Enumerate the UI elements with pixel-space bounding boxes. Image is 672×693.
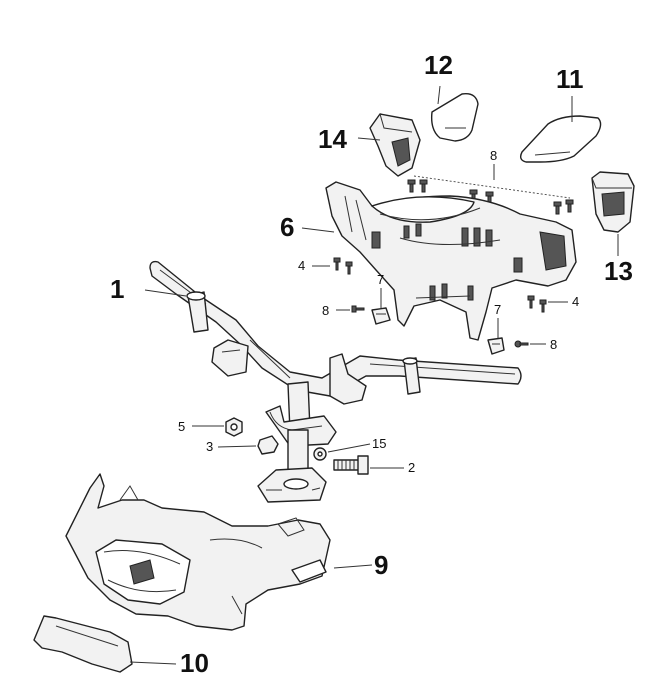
callout-12: 12 [424, 50, 453, 80]
callout-4-right: 4 [572, 294, 579, 309]
callout-9: 9 [374, 550, 388, 580]
callout-13: 13 [604, 256, 633, 286]
part-9-front-handlebar-cover [65, 473, 331, 631]
callout-8-left: 8 [322, 303, 329, 318]
callout-8-right: 8 [550, 337, 557, 352]
part-3-bushing [257, 435, 279, 455]
part-1-handlebar [149, 260, 522, 433]
callout-15: 15 [372, 436, 386, 451]
part-5-nut [225, 417, 243, 437]
part-8-screw-right [514, 340, 529, 348]
callout-14: 14 [318, 124, 347, 154]
part-4-screws-left [333, 257, 353, 275]
callout-4-left: 4 [298, 258, 305, 273]
callout-2: 2 [408, 460, 415, 475]
callout-7-left: 7 [377, 272, 384, 287]
part-15-washer [313, 447, 327, 461]
part-8-screw-left [351, 305, 365, 313]
callout-8-top: 8 [490, 148, 497, 163]
part-11-large-lens [519, 115, 602, 163]
callout-3: 3 [206, 439, 213, 454]
callout-11: 11 [556, 64, 584, 94]
callout-5: 5 [178, 419, 185, 434]
part-4-screws-right [527, 295, 547, 313]
callout-6: 6 [280, 212, 294, 242]
part-10-lower-cover [33, 615, 133, 673]
part-13-switch-housing [591, 171, 635, 233]
part-7-clip-right [487, 337, 505, 355]
callout-1: 1 [110, 274, 124, 304]
part-2-bolt [333, 455, 369, 475]
part-14-switch-housing [369, 113, 421, 177]
handlebar-stem [257, 405, 337, 503]
callout-10: 10 [180, 648, 209, 678]
leader-lines [129, 85, 619, 665]
part-7-clip-left [371, 307, 391, 325]
part-6-rear-handlebar-cover [325, 181, 577, 341]
callout-7-right: 7 [494, 302, 501, 317]
part-12-small-lens [430, 93, 479, 142]
callout-labels: 1 2 3 4 4 5 6 7 7 8 8 8 9 10 11 12 13 14… [110, 50, 633, 678]
